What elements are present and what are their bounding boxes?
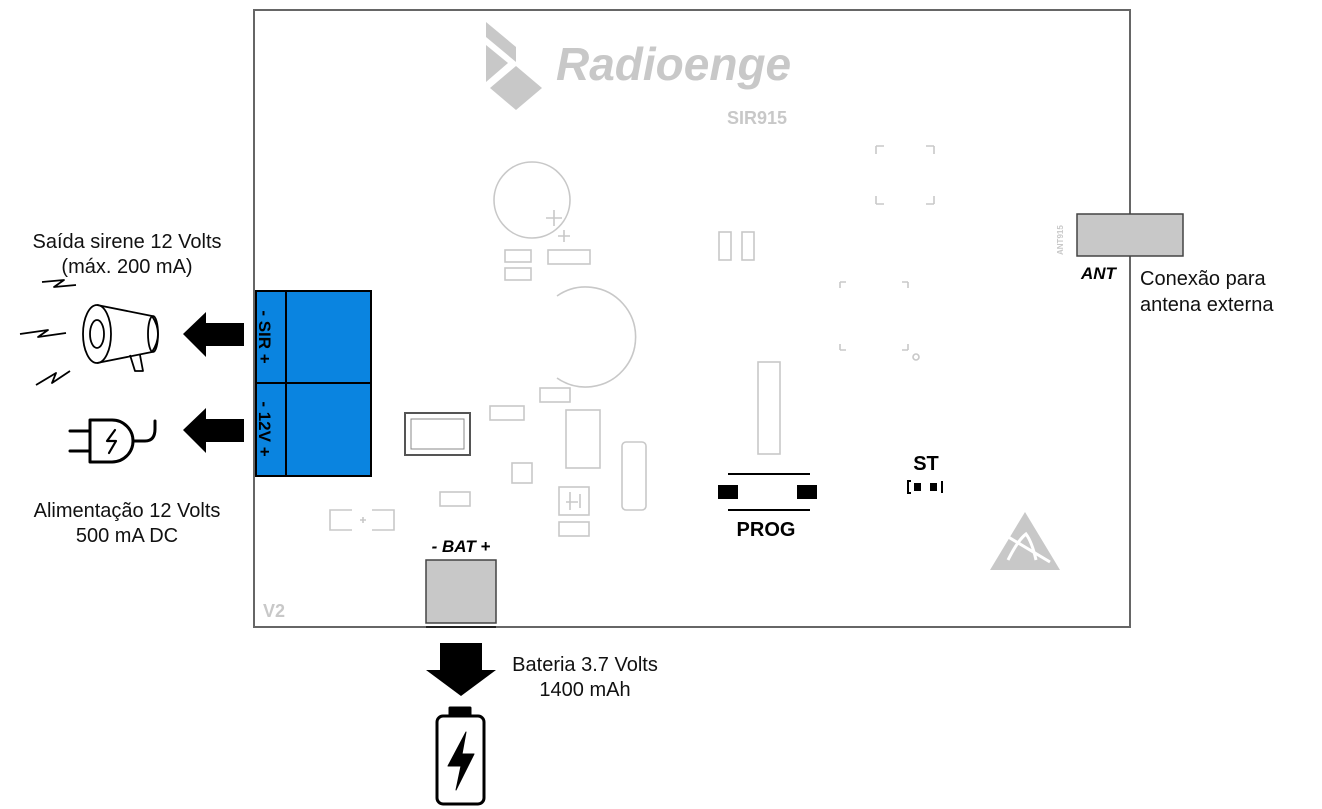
- battery-label-line2: 1400 mAh: [539, 679, 630, 701]
- esd-warning-icon: [990, 512, 1060, 570]
- status-led: [907, 480, 943, 494]
- pcb-board: [253, 9, 1131, 628]
- prog-button: [718, 473, 817, 511]
- power-arrow-icon: [183, 408, 244, 453]
- siren-icon: [19, 279, 159, 386]
- model-name: SIR915: [727, 108, 787, 128]
- battery-icon: [435, 706, 486, 806]
- prog-button-label: PROG: [737, 519, 796, 541]
- antenna-label-line2: antena externa: [1140, 294, 1274, 316]
- power-label-line1: Alimentação 12 Volts: [34, 500, 221, 522]
- ant-silk-label: ANT915: [1056, 225, 1065, 255]
- battery-label-line1: Bateria 3.7 Volts: [512, 654, 658, 676]
- terminal-block: [255, 290, 372, 477]
- battery-connector: [425, 559, 497, 624]
- version-label: V2: [263, 601, 285, 621]
- antenna-label-line1: Conexão para: [1140, 268, 1267, 290]
- silkscreen-components: [329, 145, 935, 537]
- power-terminal-label: - 12V +: [255, 401, 274, 456]
- battery-arrow-icon: [426, 643, 496, 696]
- power-plug-icon: [68, 418, 157, 464]
- siren-arrow-icon: [183, 312, 244, 357]
- siren-label-line1: Saída sirene 12 Volts: [32, 231, 221, 253]
- antenna-connector: [1076, 213, 1184, 257]
- sir-terminal-label: - SIR +: [255, 310, 274, 363]
- siren-label-line2: (máx. 200 mA): [61, 256, 192, 278]
- battery-connector-label: - BAT +: [432, 537, 491, 556]
- radioenge-logo-icon: [486, 22, 542, 110]
- status-led-label: ST: [913, 453, 939, 475]
- brand-name: Radioenge: [556, 38, 791, 90]
- antenna-connector-label: ANT: [1080, 264, 1118, 283]
- power-label-line2: 500 mA DC: [76, 525, 178, 547]
